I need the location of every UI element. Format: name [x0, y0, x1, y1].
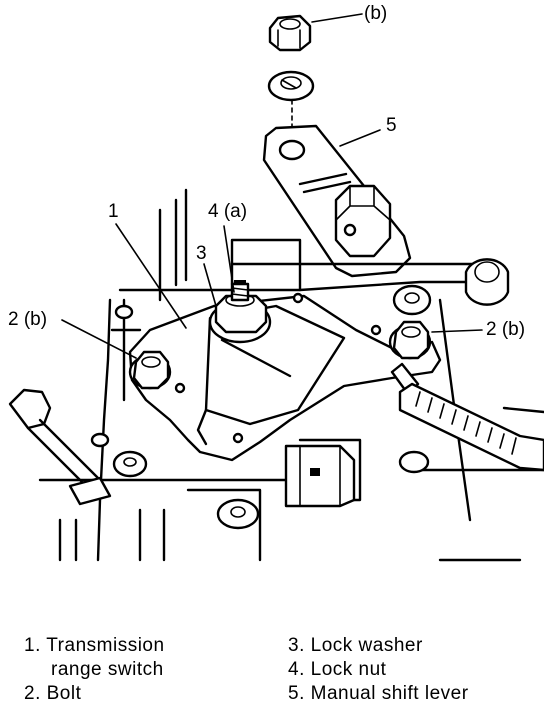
legend-item-1-line-1: 1. Transmission [24, 635, 165, 656]
parts-legend: 1. Transmission range switch 2. Bolt 3. … [0, 628, 544, 710]
callout-line-2b-right [431, 329, 483, 333]
bolt-right [388, 320, 432, 360]
callout-line-b-top [311, 13, 363, 23]
legend-item-2: 2. Bolt [24, 683, 82, 704]
transmission-range-switch [128, 292, 442, 462]
electrical-connector [284, 444, 356, 508]
legend-item-4: 4. Lock nut [288, 659, 387, 680]
callout-3: 3 [196, 243, 207, 264]
bolt-left [128, 350, 172, 390]
callout-1: 1 [108, 201, 119, 222]
transmission-range-switch-diagram [8, 13, 544, 562]
callout-5: 5 [386, 115, 397, 136]
lock-nut-top [268, 14, 312, 52]
callout-line-3 [203, 263, 217, 307]
callout-line-4a [223, 225, 235, 293]
legend-item-1-line-2: range switch [51, 659, 164, 680]
center-shaft-nut [208, 280, 272, 344]
lock-washer [267, 70, 315, 102]
wiring-harness [398, 382, 544, 472]
left-lever-handle [8, 388, 112, 506]
callout-4a: 4 (a) [208, 201, 248, 222]
manual-shift-lever [262, 124, 412, 278]
callout-2b-left: 2 (b) [8, 309, 48, 330]
legend-item-5: 5. Manual shift lever [288, 683, 469, 704]
callout-line-2b-left [61, 319, 137, 359]
callout-2b-right: 2 (b) [486, 319, 526, 340]
case-boss-right [464, 258, 510, 306]
legend-item-3: 3. Lock washer [288, 635, 423, 656]
callout-b-top: (b) [364, 3, 388, 24]
lower-case-bosses [90, 284, 432, 530]
callout-line-5 [339, 129, 381, 147]
callout-line-1 [115, 223, 187, 329]
